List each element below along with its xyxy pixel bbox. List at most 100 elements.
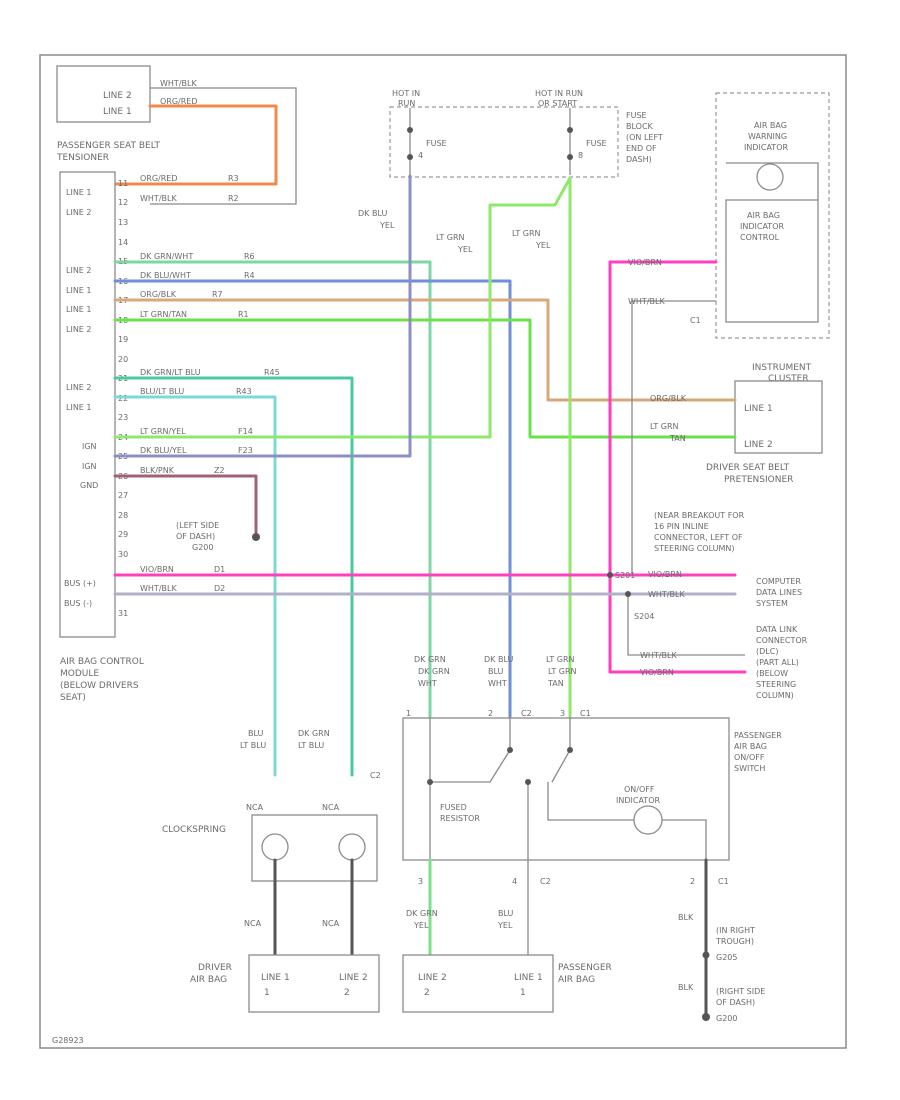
- svg-text:BLU: BLU: [498, 909, 514, 918]
- svg-text:1: 1: [406, 709, 411, 718]
- tensioner-title: PASSENGER SEAT BELT: [57, 141, 160, 151]
- svg-text:BLK: BLK: [678, 983, 694, 992]
- svg-text:CLUSTER: CLUSTER: [768, 374, 809, 384]
- svg-text:BLOCK: BLOCK: [626, 122, 654, 131]
- svg-text:VIO/BRN: VIO/BRN: [640, 668, 674, 677]
- svg-text:LT GRN/YEL: LT GRN/YEL: [140, 427, 186, 436]
- svg-text:G200: G200: [192, 543, 213, 552]
- svg-text:IGN: IGN: [82, 462, 97, 471]
- tensioner-title2: TENSIONER: [56, 153, 109, 163]
- svg-text:LINE 1: LINE 1: [66, 286, 92, 295]
- svg-text:LINE 2: LINE 2: [744, 440, 773, 450]
- svg-text:D1: D1: [214, 565, 225, 574]
- svg-text:WHT: WHT: [418, 679, 437, 688]
- svg-text:RESISTOR: RESISTOR: [440, 814, 480, 823]
- splice-note: (NEAR BREAKOUT FOR 16 PIN INLINE CONNECT…: [654, 511, 745, 553]
- svg-text:ORG/BLK: ORG/BLK: [650, 394, 687, 403]
- svg-text:D2: D2: [214, 584, 225, 593]
- svg-text:STEERING: STEERING: [756, 680, 796, 689]
- svg-text:FUSE: FUSE: [586, 139, 607, 148]
- svg-text:VIO/BRN: VIO/BRN: [140, 565, 174, 574]
- svg-text:TAN: TAN: [669, 434, 686, 443]
- clockspring: CLOCKSPRING NCA NCA C2 NCA NCA: [162, 771, 381, 928]
- svg-text:AIR BAG: AIR BAG: [190, 975, 227, 985]
- svg-text:FUSE: FUSE: [426, 139, 447, 148]
- svg-text:14: 14: [118, 238, 128, 247]
- diagram-frame: [39, 54, 847, 1049]
- svg-text:S201: S201: [615, 571, 635, 580]
- acm-title: AIR BAG CONTROL: [60, 657, 144, 667]
- passenger-airbag-onoff-switch: 1 2 C2 3 C1 PASSENGER AIR BAG ON/OFF SWI…: [402, 709, 782, 886]
- svg-text:ON/OFF: ON/OFF: [624, 785, 655, 794]
- svg-text:R3: R3: [228, 174, 239, 183]
- svg-text:R45: R45: [264, 368, 280, 377]
- svg-text:C2: C2: [540, 877, 551, 886]
- svg-text:AIR BAG: AIR BAG: [558, 975, 595, 985]
- svg-text:HOT IN RUN: HOT IN RUN: [535, 89, 583, 98]
- svg-text:YEL: YEL: [379, 221, 395, 230]
- svg-text:BLK: BLK: [678, 913, 694, 922]
- svg-text:LT GRN: LT GRN: [436, 233, 465, 242]
- svg-text:1: 1: [520, 988, 526, 998]
- svg-text:R1: R1: [238, 310, 249, 319]
- svg-text:2: 2: [344, 988, 350, 998]
- svg-text:BLK/PNK: BLK/PNK: [140, 466, 175, 475]
- svg-text:SWITCH: SWITCH: [734, 764, 765, 773]
- svg-text:LT GRN: LT GRN: [548, 667, 577, 676]
- svg-text:(ON LEFT: (ON LEFT: [626, 133, 663, 142]
- wire-lt-grn-yel: [113, 176, 572, 439]
- svg-text:R6: R6: [244, 252, 255, 261]
- passenger-air-bag-wire-labels: DK GRN YEL BLU YEL: [406, 909, 514, 930]
- svg-text:DRIVER SEAT BELT: DRIVER SEAT BELT: [706, 463, 790, 473]
- svg-text:NCA: NCA: [322, 919, 340, 928]
- right-grounds: BLK BLK (IN RIGHT TROUGH) G205 (RIGHT SI…: [678, 913, 765, 1023]
- passenger-seat-belt-tensioner: LINE 2 LINE 1 PASSENGER SEAT BELT TENSIO…: [56, 65, 160, 163]
- svg-text:DK GRN: DK GRN: [418, 667, 450, 676]
- svg-text:20: 20: [118, 355, 128, 364]
- svg-text:R4: R4: [244, 271, 255, 280]
- svg-text:(DLC): (DLC): [756, 647, 778, 656]
- svg-text:4: 4: [512, 877, 517, 886]
- svg-text:(RIGHT SIDE: (RIGHT SIDE: [716, 987, 765, 996]
- svg-text:YEL: YEL: [535, 241, 551, 250]
- svg-text:3: 3: [418, 877, 423, 886]
- svg-text:BUS (+): BUS (+): [64, 579, 96, 588]
- wire-org-red: [113, 104, 278, 186]
- wire-dk-grn-lt-blu: [113, 376, 354, 777]
- svg-text:LINE 1: LINE 1: [514, 973, 543, 983]
- fuse-block: HOT IN RUN HOT IN RUN OR START FUSE 4 FU…: [389, 89, 663, 178]
- svg-text:13: 13: [118, 218, 128, 227]
- footer-code: G28923: [52, 1036, 84, 1045]
- driver-air-bag: LINE 1 1 LINE 2 2 DRIVER AIR BAG: [190, 954, 380, 1013]
- svg-text:TROUGH): TROUGH): [715, 937, 754, 946]
- svg-text:23: 23: [118, 413, 128, 422]
- wire-dk-blu-yel: [113, 174, 412, 458]
- acm-ground: (LEFT SIDE OF DASH) G200: [176, 521, 219, 552]
- svg-text:LT GRN: LT GRN: [512, 229, 541, 238]
- svg-text:LINE 1: LINE 1: [66, 403, 92, 412]
- svg-text:BLU: BLU: [248, 729, 264, 738]
- air-bag-warning-indicator: AIR BAG WARNING INDICATOR AIR BAG INDICA…: [715, 92, 830, 384]
- svg-text:G205: G205: [716, 953, 737, 962]
- svg-text:LINE 2: LINE 2: [66, 383, 92, 392]
- clockspring-wire-labels: BLU LT BLU DK GRN LT BLU: [240, 729, 330, 750]
- svg-text:LINE 1: LINE 1: [66, 188, 92, 197]
- svg-text:19: 19: [118, 335, 128, 344]
- svg-text:FUSED: FUSED: [440, 803, 467, 812]
- svg-text:DK BLU: DK BLU: [484, 655, 513, 664]
- svg-text:PRETENSIONER: PRETENSIONER: [724, 475, 793, 485]
- svg-text:2: 2: [488, 709, 493, 718]
- svg-text:END OF: END OF: [626, 144, 657, 153]
- svg-text:BLU: BLU: [488, 667, 504, 676]
- svg-text:YEL: YEL: [413, 921, 429, 930]
- svg-text:ORG/BLK: ORG/BLK: [140, 290, 177, 299]
- svg-text:30: 30: [118, 550, 128, 559]
- svg-text:RUN: RUN: [398, 99, 415, 108]
- svg-text:OF DASH): OF DASH): [716, 998, 755, 1007]
- svg-text:INDICATOR: INDICATOR: [616, 796, 660, 805]
- svg-text:NCA: NCA: [322, 803, 340, 812]
- svg-text:LT BLU: LT BLU: [240, 741, 266, 750]
- svg-text:(NEAR BREAKOUT FOR: (NEAR BREAKOUT FOR: [654, 511, 745, 520]
- tensioner-line1: LINE 1: [103, 107, 132, 117]
- svg-text:(IN RIGHT: (IN RIGHT: [716, 926, 755, 935]
